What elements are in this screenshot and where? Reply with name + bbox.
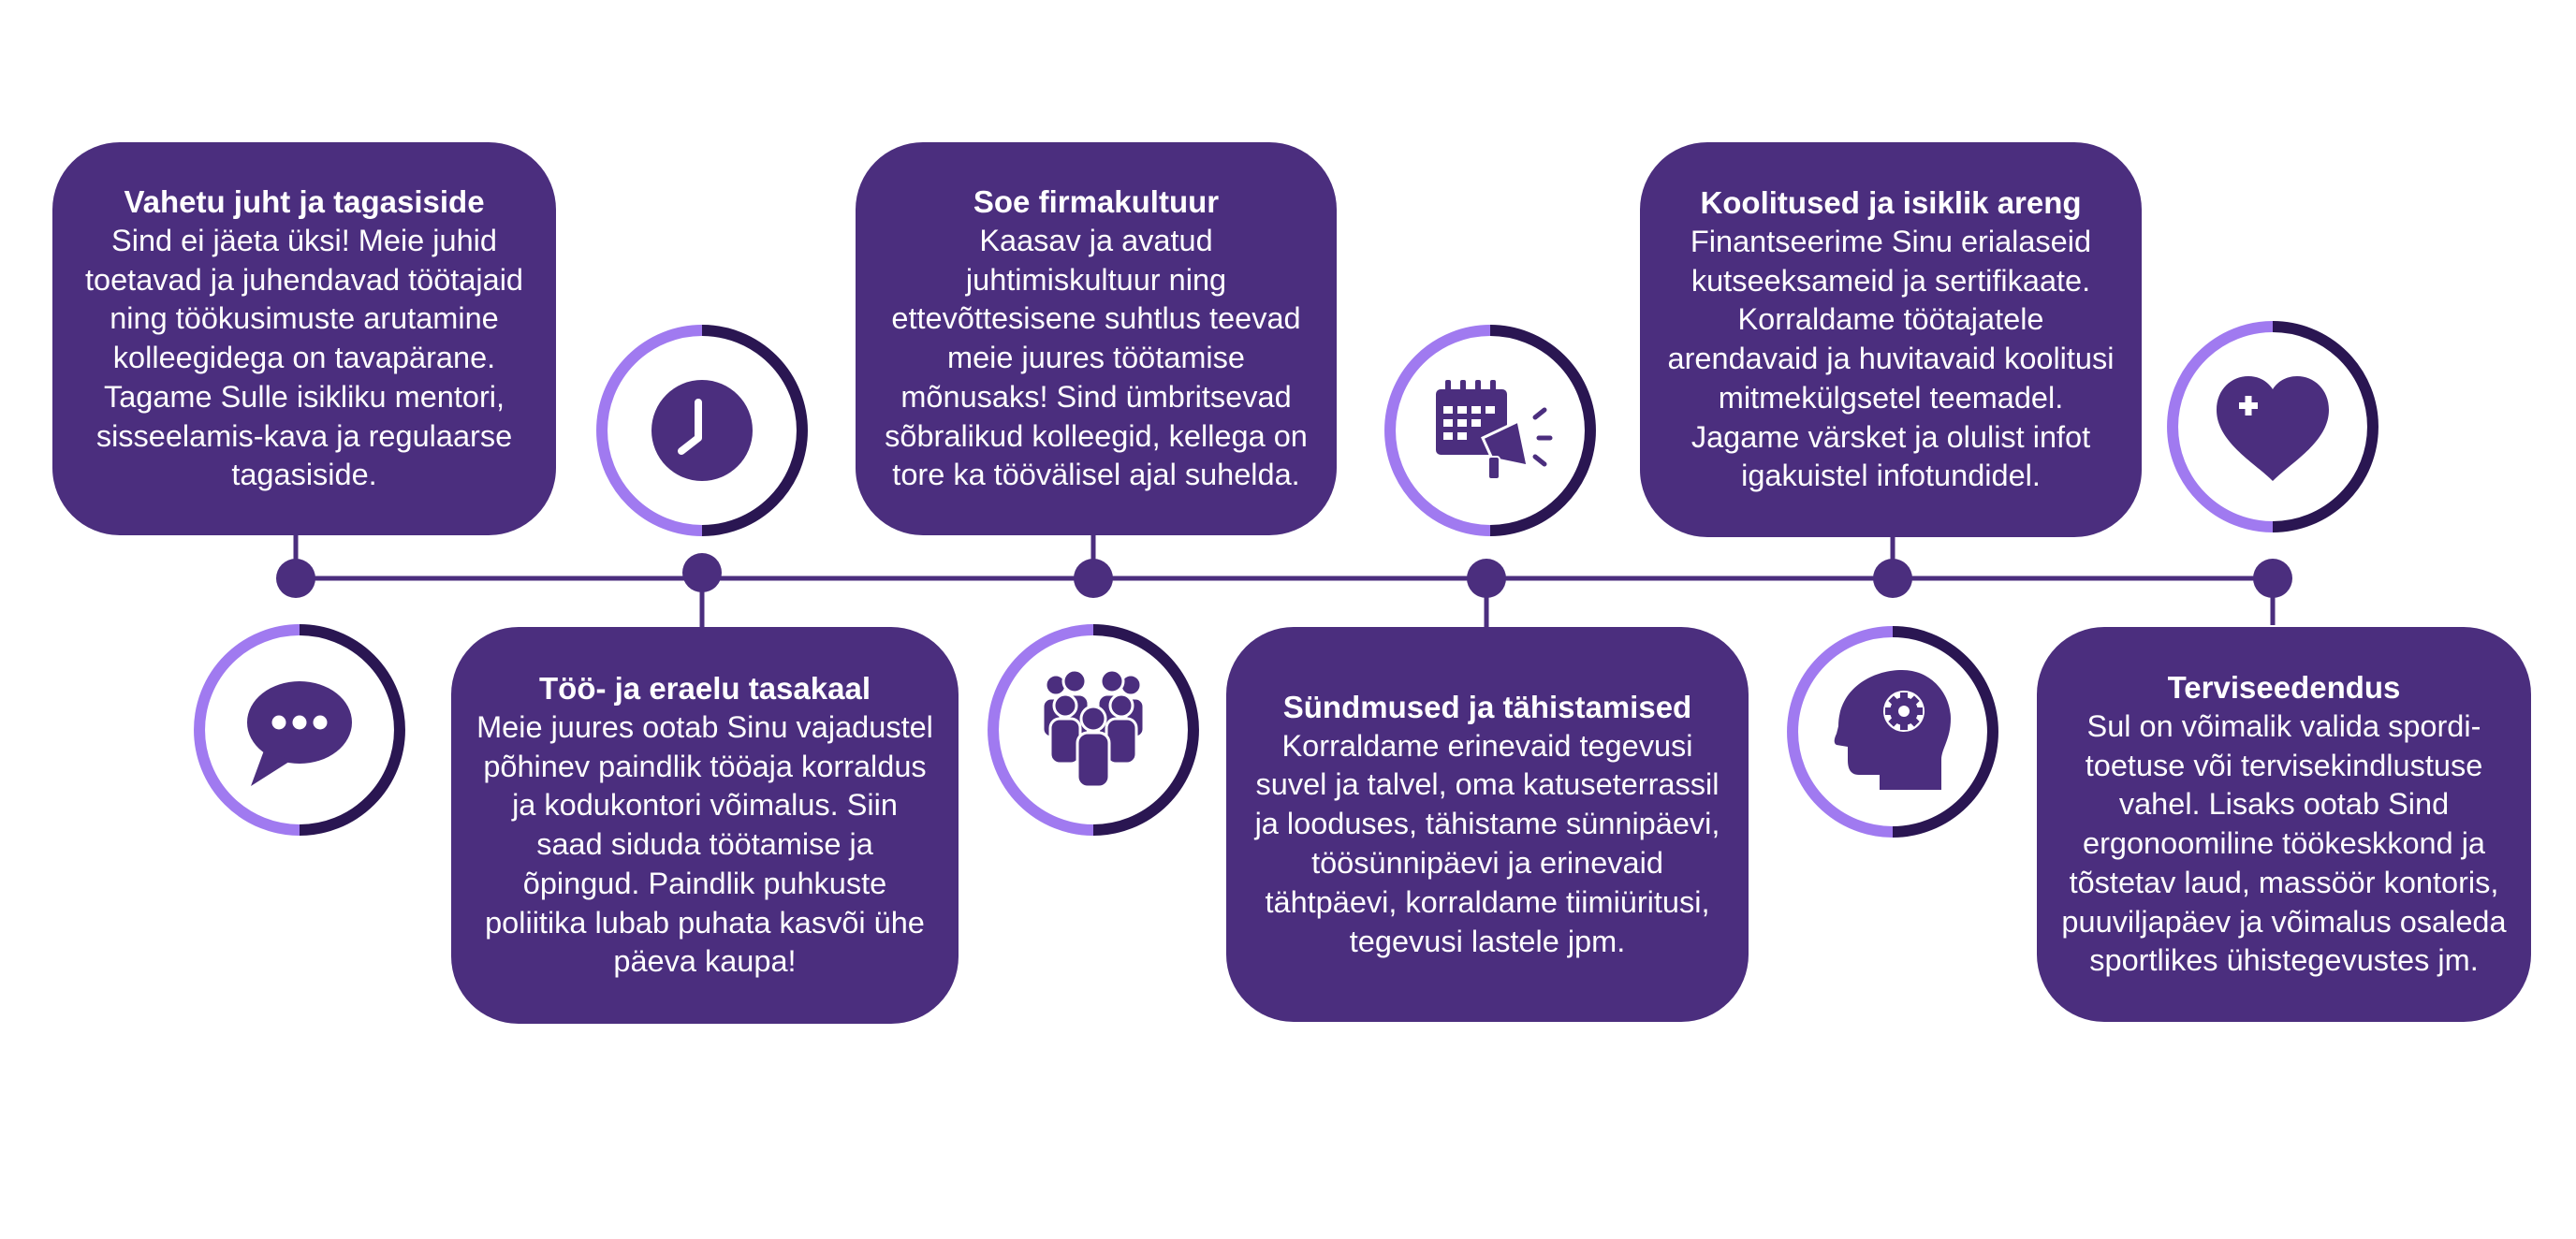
timeline-node-2 — [682, 553, 722, 627]
card-1-text: Sind ei jäeta üksi! Meie juhid toetavad … — [84, 223, 523, 492]
card-1: Vahetu juht ja tagasiside Sind ei jäeta … — [52, 142, 556, 535]
icon-circle-5 — [1787, 626, 1998, 838]
card-5-text: Finantseerime Sinu erialaseid kutseeksam… — [1667, 224, 2115, 493]
icon-circle-2 — [596, 325, 808, 536]
card-6: Terviseedendus Sul on võimalik valida sp… — [2037, 627, 2531, 1022]
card-3-text: Kaasav ja avatud juhtimiskultuur ning et… — [885, 223, 1308, 492]
icon-circle-1 — [194, 624, 405, 836]
team-icon — [1041, 668, 1146, 789]
card-4: Sündmused ja tähistamised Korraldame eri… — [1226, 627, 1749, 1022]
timeline-node-3 — [1074, 532, 1113, 598]
card-2-text: Meie juures ootab Sinu vajadustel põhine… — [476, 709, 933, 979]
timeline-node-4 — [1467, 559, 1506, 627]
card-3-title: Soe firmakultuur — [973, 183, 1220, 219]
calendar-megaphone-icon — [1436, 380, 1553, 480]
icon-circle-4 — [1384, 325, 1596, 536]
card-6-text: Sul on võimalik valida spordi-toetuse võ… — [2061, 708, 2507, 978]
timeline-node-1 — [276, 532, 315, 598]
card-5: Koolitused ja isiklik areng Finantseerim… — [1640, 142, 2142, 537]
card-1-title: Vahetu juht ja tagasiside — [124, 183, 485, 219]
heart-plus-icon — [2217, 376, 2329, 481]
card-3: Soe firmakultuur Kaasav ja avatud juhtim… — [856, 142, 1337, 535]
chat-bubble-icon — [247, 681, 352, 786]
card-6-title: Terviseedendus — [2167, 669, 2401, 705]
clock-icon — [651, 380, 753, 481]
timeline-node-5 — [1873, 535, 1912, 598]
icon-circle-3 — [988, 624, 1199, 836]
card-5-title: Koolitused ja isiklik areng — [1700, 184, 2082, 220]
head-gear-icon — [1834, 670, 1951, 790]
card-4-text: Korraldame erinevaid tegevusi suvel ja t… — [1254, 728, 1720, 958]
timeline-node-6 — [2253, 559, 2292, 625]
card-4-title: Sündmused ja tähistamised — [1282, 689, 1692, 724]
card-2-title: Töö- ja eraelu tasakaal — [539, 670, 871, 706]
card-2: Töö- ja eraelu tasakaal Meie juures oota… — [451, 627, 959, 1024]
icon-circle-6 — [2167, 321, 2378, 532]
